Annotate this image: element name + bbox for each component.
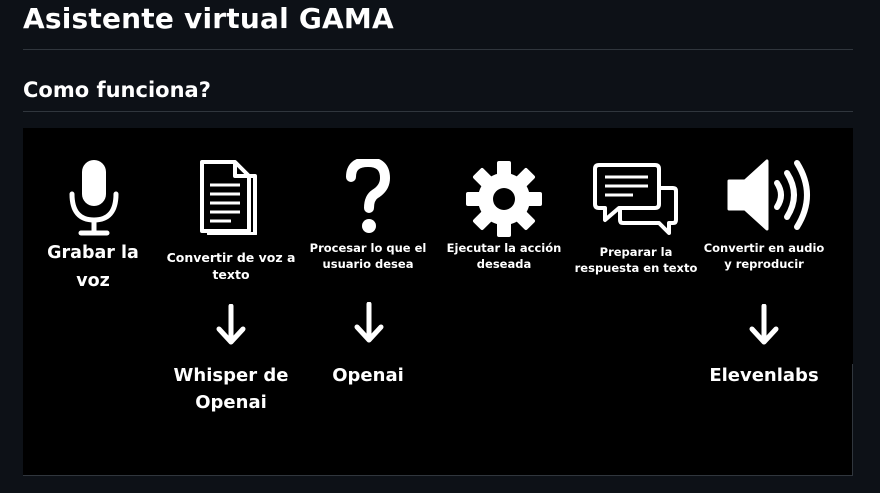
step-process-intent: Procesar lo que el usuario desea Openai <box>303 128 433 468</box>
step-text-to-speech: Convertir en audio y reproducir Elevenla… <box>699 128 829 468</box>
step-label: Preparar la respuesta en texto <box>574 245 698 275</box>
step-label: Convertir de voz a texto <box>166 250 296 282</box>
speaker-icon <box>727 159 810 231</box>
step-prepare-response: Preparar la respuesta en texto <box>571 128 701 468</box>
document-icon <box>200 160 257 235</box>
step-label: Ejecutar la acción deseada <box>446 241 562 271</box>
microphone-icon <box>69 160 119 236</box>
step-speech-to-text: Convertir de voz a texto Whisper de Open… <box>166 128 296 468</box>
question-mark-icon <box>346 159 391 233</box>
step-record-voice: Grabar la voz <box>28 128 158 468</box>
tool-label: Elevenlabs <box>709 365 819 386</box>
gear-icon <box>466 161 542 237</box>
step-label: Grabar la voz <box>47 243 139 291</box>
step-label: Convertir en audio y reproducir <box>703 241 825 271</box>
chat-bubbles-icon <box>593 163 678 235</box>
step-label: Procesar lo que el usuario desea <box>309 241 427 271</box>
workflow-diagram: Grabar la voz Convertir de voz a texto W… <box>23 128 853 475</box>
arrow-down-icon <box>216 304 246 345</box>
title-divider <box>23 49 853 50</box>
tool-label: Whisper de Openai <box>173 365 289 413</box>
tool-label: Openai <box>332 365 404 386</box>
arrow-down-icon <box>749 304 779 345</box>
arrow-down-icon <box>354 302 384 343</box>
diagram-border <box>852 364 853 475</box>
page-title: Asistente virtual GAMA <box>23 2 394 35</box>
section-title: Como funciona? <box>23 78 211 102</box>
step-execute-action: Ejecutar la acción deseada <box>439 128 569 468</box>
diagram-border <box>23 475 853 476</box>
section-divider <box>23 111 853 112</box>
